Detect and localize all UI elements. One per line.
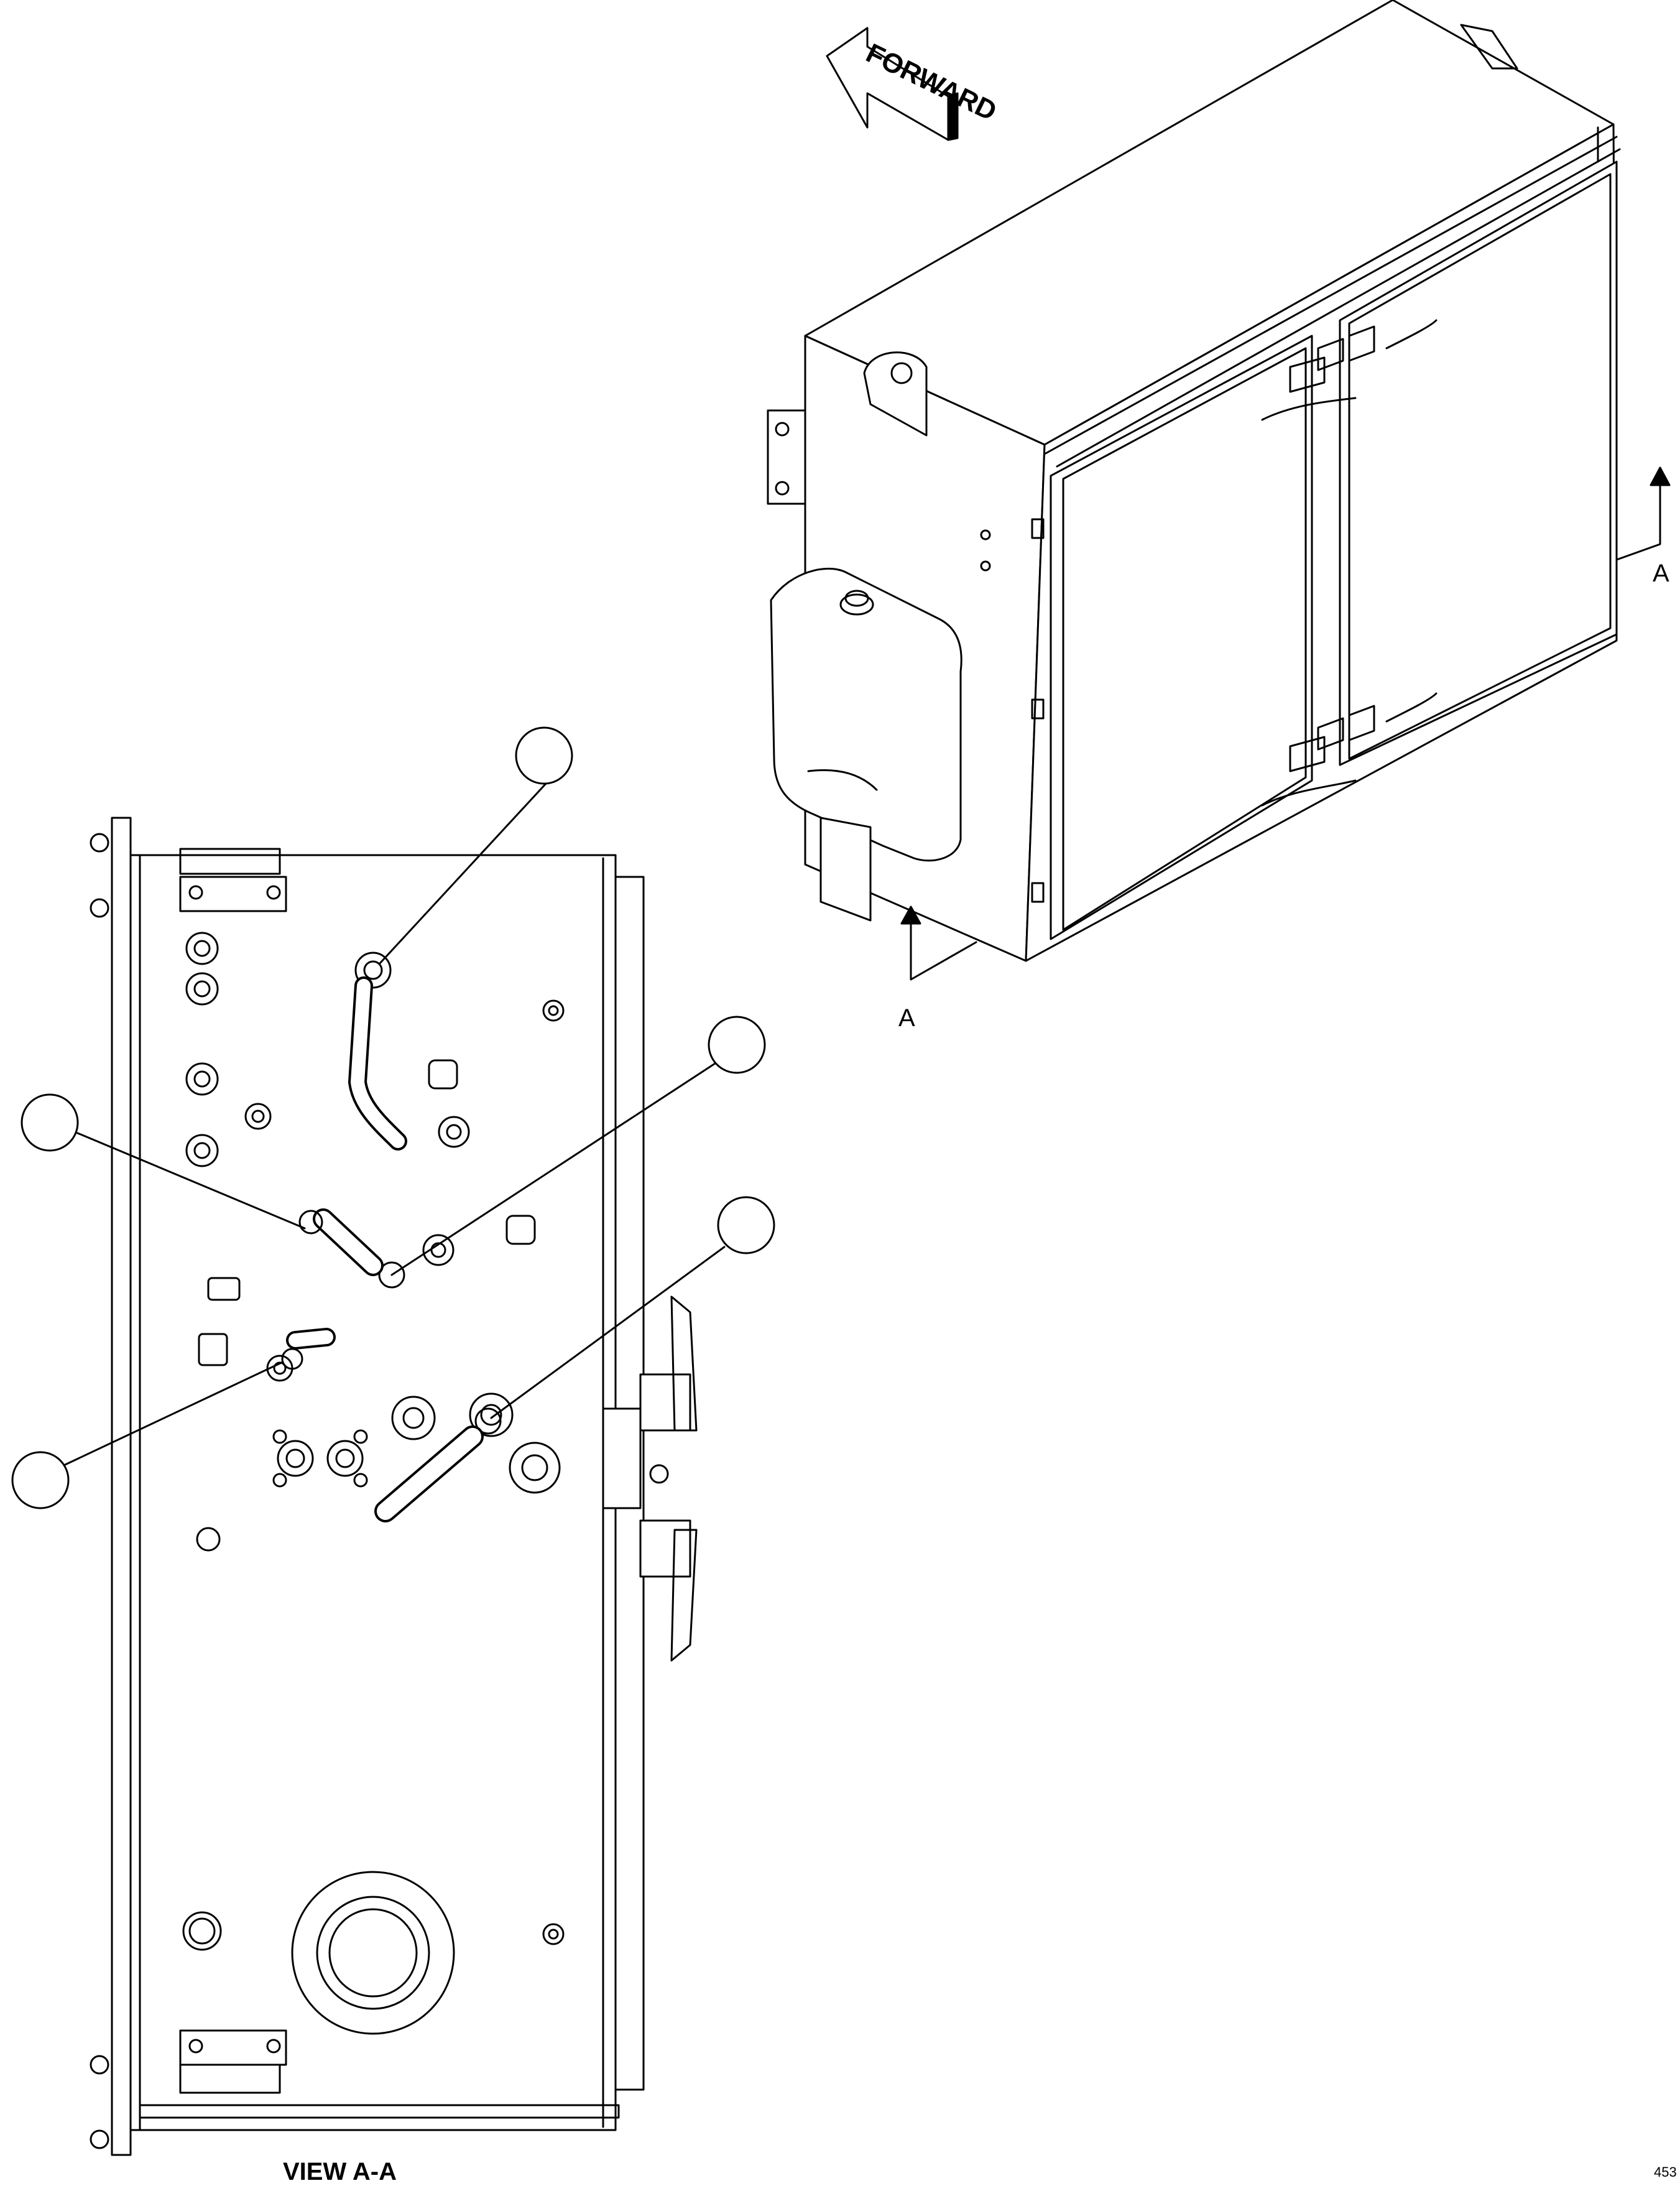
callout-5 <box>11 1361 284 1509</box>
frame-bolts <box>90 833 109 2149</box>
callouts <box>11 726 775 1509</box>
callout-1 <box>378 726 573 965</box>
mounting-nuts <box>185 932 565 1945</box>
sheet-code: 453 <box>1654 2164 1677 2180</box>
section-marker-a-bottom: A <box>898 1004 915 1032</box>
callout-4 <box>490 1196 775 1419</box>
view-caption: VIEW A-A <box>283 2158 397 2185</box>
forward-arrow-icon: FORWARD <box>826 27 1001 141</box>
enclosure-isometric-view: A A <box>767 0 1671 1032</box>
callout-3 <box>21 1093 306 1230</box>
latch-assembly <box>602 1295 698 1662</box>
callout-2 <box>390 1016 766 1276</box>
cable-harness <box>281 952 502 1522</box>
view-a-a-panel <box>90 817 698 2156</box>
section-marker-a-right: A <box>1653 560 1669 587</box>
